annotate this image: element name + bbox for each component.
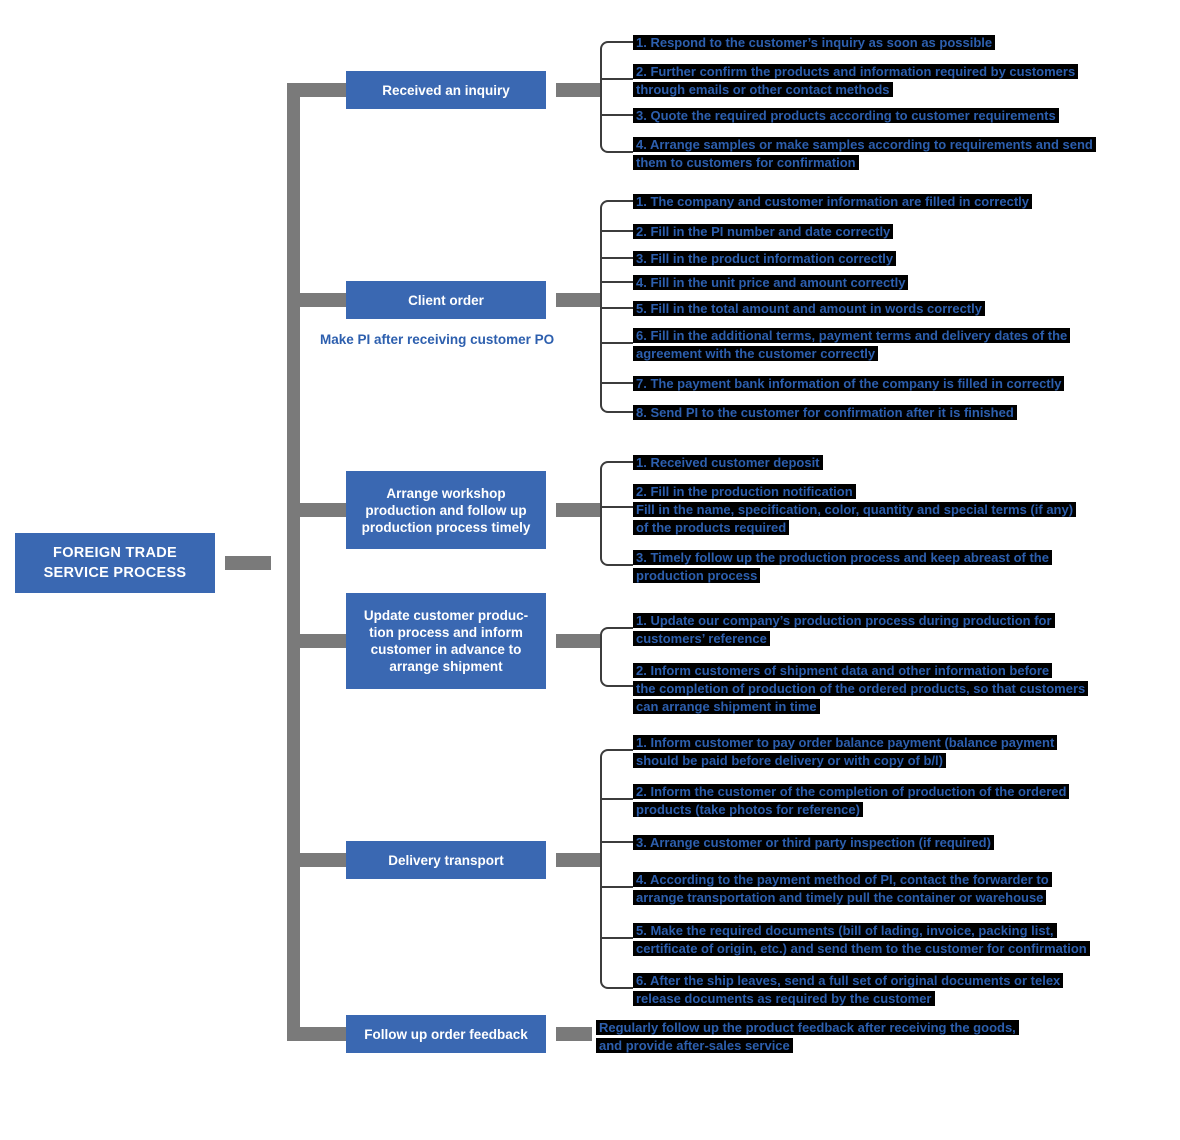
branch-node-label: Follow up order feedback — [364, 1026, 528, 1042]
root-node-label: FOREIGN TRADE SERVICE PROCESS — [43, 545, 187, 581]
bracket-tick — [600, 798, 633, 800]
process-step-text: 2. Inform customers of shipment data and… — [633, 663, 1089, 714]
process-step: 1. Respond to the customer’s inquiry as … — [633, 34, 996, 52]
process-step-text: 2. Inform the customer of the completion… — [633, 784, 1070, 817]
bracket-tick — [600, 382, 633, 384]
bracket-tick — [600, 281, 633, 283]
branch-node-delivery-transport: Delivery transport — [346, 841, 546, 879]
branch-node-follow-up-feedback: Follow up order feedback — [346, 1015, 546, 1053]
process-step-text: 2. Fill in the PI number and date correc… — [633, 224, 894, 239]
process-step-text: 1. Update our company’s production proce… — [633, 613, 1055, 646]
branch-connector-right — [556, 293, 600, 307]
process-step: 2. Fill in the PI number and date correc… — [633, 223, 894, 241]
branch-connector-left — [287, 293, 346, 307]
bracket-tick — [600, 78, 633, 80]
process-step: 7. The payment bank information of the c… — [633, 375, 1065, 393]
process-step: 4. Fill in the unit price and amount cor… — [633, 274, 909, 292]
branch-connector-left — [287, 853, 346, 867]
process-step-text: 5. Make the required documents (bill of … — [633, 923, 1090, 956]
branch-connector-left — [287, 503, 346, 517]
branch-node-label: Client order — [408, 292, 484, 308]
bracket-tick — [600, 257, 633, 259]
bracket — [600, 627, 633, 687]
process-step: Regularly follow up the product feedback… — [596, 1019, 1019, 1055]
process-step-text: 5. Fill in the total amount and amount i… — [633, 301, 985, 316]
process-step: 5. Make the required documents (bill of … — [633, 922, 1090, 958]
process-step-text: 4. Arrange samples or make samples accor… — [633, 137, 1096, 170]
process-step-text: 2. Further confirm the products and info… — [633, 64, 1079, 97]
process-step: 4. Arrange samples or make samples accor… — [633, 136, 1096, 172]
bracket — [600, 41, 633, 153]
branch-connector-right — [556, 853, 600, 867]
process-step: 2. Inform customers of shipment data and… — [633, 662, 1089, 716]
process-step-text: 1. The company and customer information … — [633, 194, 1032, 209]
bracket-tick — [600, 506, 633, 508]
branch-connector-right — [556, 1027, 592, 1041]
bracket-tick — [600, 114, 633, 116]
process-step-text: Regularly follow up the product feedback… — [596, 1020, 1019, 1053]
bracket-tick — [600, 841, 633, 843]
process-step-text: 4. According to the payment method of PI… — [633, 872, 1052, 905]
process-step: 3. Arrange customer or third party inspe… — [633, 834, 994, 852]
process-step-text: 6. Fill in the additional terms, payment… — [633, 328, 1071, 361]
process-step-text: 2. Fill in the production notification F… — [633, 484, 1077, 535]
root-connector-bar — [225, 556, 271, 570]
bracket-tick — [600, 937, 633, 939]
process-step: 2. Further confirm the products and info… — [633, 63, 1079, 99]
branch-connector-left — [287, 634, 346, 648]
bracket — [600, 749, 633, 989]
trunk-line — [287, 83, 300, 1041]
bracket — [600, 461, 633, 566]
branch-node-label: Received an inquiry — [382, 82, 510, 98]
process-step: 5. Fill in the total amount and amount i… — [633, 300, 985, 318]
process-step: 1. Received customer deposit — [633, 454, 823, 472]
process-step: 2. Fill in the production notification F… — [633, 483, 1077, 537]
branch-note: Make PI after receiving customer PO — [320, 332, 555, 347]
branch-connector-right — [556, 634, 600, 648]
process-step: 2. Inform the customer of the completion… — [633, 783, 1070, 819]
process-step: 3. Timely follow up the production proce… — [633, 549, 1052, 585]
branch-node-client-order: Client order — [346, 281, 546, 319]
process-step: 1. The company and customer information … — [633, 193, 1032, 211]
bracket-tick — [600, 307, 633, 309]
process-step-text: 7. The payment bank information of the c… — [633, 376, 1065, 391]
bracket-tick — [600, 886, 633, 888]
branch-connector-right — [556, 83, 600, 97]
process-step: 4. According to the payment method of PI… — [633, 871, 1052, 907]
process-step-text: 3. Quote the required products according… — [633, 108, 1059, 123]
process-step-text: 1. Received customer deposit — [633, 455, 823, 470]
process-step: 8. Send PI to the customer for confirmat… — [633, 404, 1017, 422]
process-step: 6. After the ship leaves, send a full se… — [633, 972, 1064, 1008]
process-step: 1. Inform customer to pay order balance … — [633, 734, 1058, 770]
root-node: FOREIGN TRADE SERVICE PROCESS — [15, 533, 215, 593]
process-step: 6. Fill in the additional terms, payment… — [633, 327, 1071, 363]
process-step-text: 3. Timely follow up the production proce… — [633, 550, 1052, 583]
process-step-text: 8. Send PI to the customer for confirmat… — [633, 405, 1017, 420]
process-step-text: 6. After the ship leaves, send a full se… — [633, 973, 1064, 1006]
branch-node-label: Update customer produc- tion process and… — [363, 608, 529, 674]
process-step-text: 3. Fill in the product information corre… — [633, 251, 897, 266]
process-step-text: 1. Respond to the customer’s inquiry as … — [633, 35, 996, 50]
process-step-text: 4. Fill in the unit price and amount cor… — [633, 275, 909, 290]
process-step: 3. Quote the required products according… — [633, 107, 1059, 125]
bracket-tick — [600, 342, 633, 344]
branch-node-received-inquiry: Received an inquiry — [346, 71, 546, 109]
branch-node-update-customer-production: Update customer produc- tion process and… — [346, 593, 546, 689]
process-step-text: 1. Inform customer to pay order balance … — [633, 735, 1058, 768]
branch-node-label: Arrange workshop production and follow u… — [361, 485, 531, 535]
bracket — [600, 200, 633, 413]
branch-connector-left — [287, 83, 346, 97]
process-step-text: 3. Arrange customer or third party inspe… — [633, 835, 994, 850]
branch-node-label: Delivery transport — [388, 852, 504, 868]
branch-connector-right — [556, 503, 600, 517]
bracket-tick — [600, 230, 633, 232]
branch-node-arrange-workshop-production: Arrange workshop production and follow u… — [346, 471, 546, 549]
process-step: 1. Update our company’s production proce… — [633, 612, 1055, 648]
branch-connector-left — [287, 1027, 346, 1041]
process-step: 3. Fill in the product information corre… — [633, 250, 897, 268]
